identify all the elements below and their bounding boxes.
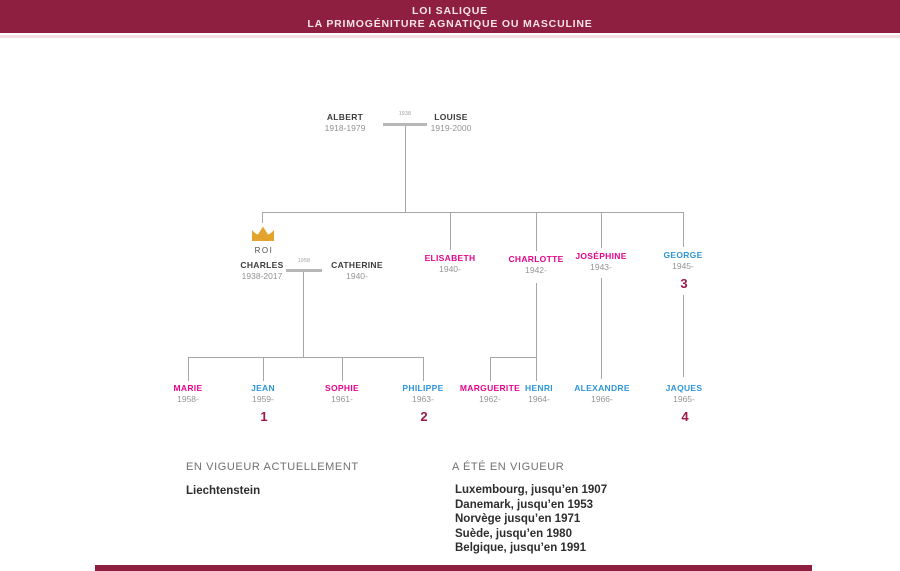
tree-line-drop-jean: [263, 357, 264, 381]
tree-line-drop-marguerite: [490, 357, 491, 381]
person-dates: 1943-: [590, 262, 612, 272]
succession-number-jaques: 4: [681, 409, 689, 424]
tree-line-descent-charlotte: [536, 283, 537, 357]
tree-line-drop-elisabeth: [450, 212, 451, 250]
tree-line-drop-henri: [536, 357, 537, 381]
person-name: ALEXANDRE: [574, 383, 630, 393]
person-dates: 1940-: [346, 271, 368, 281]
person-name: CHARLOTTE: [508, 254, 564, 264]
person-marie: MARIE 1958-: [140, 383, 236, 404]
legend-past-item: Belgique, jusqu’en 1991: [455, 542, 587, 555]
marriage-bar-charles-catherine: [286, 269, 322, 272]
person-dates: 1959-: [252, 394, 274, 404]
legend-past-item: Luxembourg, jusqu’en 1907: [455, 484, 608, 496]
person-dates: 1918-1979: [324, 123, 366, 133]
person-dates: 1938-2017: [241, 271, 283, 281]
legend-past-heading: A ÉTÉ EN VIGUEUR: [452, 461, 565, 473]
person-dates: 1919-2000: [430, 123, 472, 133]
person-name: JEAN: [251, 383, 275, 393]
person-dates: 1940-: [439, 264, 461, 274]
tree-line-drop-philippe: [423, 357, 424, 381]
tree-line-descent-charles: [303, 272, 304, 357]
person-name: GEORGE: [663, 250, 703, 260]
crown-icon: [250, 225, 276, 247]
person-charlotte: CHARLOTTE 1942-: [488, 254, 584, 275]
person-name: HENRI: [525, 383, 553, 393]
succession-number-philippe: 2: [420, 409, 428, 424]
legend-current-heading: EN VIGUEUR ACTUELLEMENT: [186, 461, 359, 473]
person-dates: 1962-: [479, 394, 501, 404]
tree-line-drop-charles: [262, 212, 263, 223]
person-name: MARGUERITE: [459, 383, 521, 393]
legend-current-item: Liechtenstein: [186, 485, 261, 497]
person-dates: 1961-: [331, 394, 353, 404]
person-name: MARIE: [173, 383, 203, 393]
person-elisabeth: ELISABETH 1940-: [402, 253, 498, 274]
person-name: LOUISE: [434, 112, 468, 122]
person-dates: 1963-: [412, 394, 434, 404]
tree-line-drop-charlotte: [536, 212, 537, 251]
person-name: JAQUES: [665, 383, 703, 393]
tree-line-drop-sophie: [342, 357, 343, 381]
legend-past-item: Norvège jusqu’en 1971: [455, 513, 581, 526]
person-name: PHILIPPE: [402, 383, 444, 393]
tree-line-drop-george: [683, 212, 684, 247]
tree-line-gen2-rail: [188, 357, 423, 358]
person-alexandre: ALEXANDRE 1966-: [554, 383, 650, 404]
person-dates: 1964-: [528, 394, 550, 404]
succession-number-jean: 1: [260, 409, 268, 424]
marriage-year-albert-louise: 1938: [398, 111, 412, 117]
person-name: ALBERT: [326, 112, 364, 122]
person-name: CHARLES: [240, 260, 284, 270]
king-label: ROI: [254, 246, 274, 255]
marriage-year-charles-catherine: 1958: [297, 258, 311, 264]
person-name: JOSÉPHINE: [575, 251, 627, 261]
tree-line-gen1-rail: [262, 212, 683, 213]
person-albert: ALBERT 1918-1979: [297, 112, 393, 133]
person-josephine: JOSÉPHINE 1943-: [553, 251, 649, 272]
header-title-line1: LOI SALIQUE: [412, 5, 488, 17]
header-banner: LOI SALIQUE LA PRIMOGÉNITURE AGNATIQUE O…: [0, 0, 900, 33]
legend-current-list: Liechtenstein: [186, 484, 260, 499]
header-underline: [0, 35, 900, 38]
footer-band: [95, 565, 812, 571]
person-louise: LOUISE 1919-2000: [403, 112, 499, 133]
legend-past-item: Danemark, jusqu’en 1953: [455, 498, 594, 511]
person-name: ELISABETH: [424, 253, 476, 263]
legend-past-list: Luxembourg, jusqu’en 1907 Danemark, jusq…: [455, 483, 607, 556]
legend-past-item: Suède, jusqu’en 1980: [455, 527, 572, 540]
person-name: SOPHIE: [325, 383, 359, 393]
tree-line-descent-albert: [405, 126, 406, 212]
person-dates: 1945-: [672, 261, 694, 271]
person-dates: 1942-: [525, 265, 547, 275]
person-dates: 1965-: [673, 394, 695, 404]
person-dates: 1958-: [177, 394, 199, 404]
person-jean: JEAN 1959-: [215, 383, 311, 404]
tree-line-descent-george: [683, 295, 684, 377]
tree-line-drop-josephine: [601, 212, 602, 248]
person-charles: CHARLES 1938-2017: [214, 260, 310, 281]
person-dates: 1966-: [591, 394, 613, 404]
person-jaques: JAQUES 1965-: [636, 383, 732, 404]
person-philippe: PHILIPPE 1963-: [375, 383, 471, 404]
marriage-bar-albert-louise: [383, 123, 427, 126]
person-george: GEORGE 1945-: [635, 250, 731, 271]
person-marguerite: MARGUERITE 1962-: [442, 383, 538, 404]
tree-line-descent-josephine: [601, 278, 602, 379]
tree-line-drop-marie: [188, 357, 189, 381]
tree-line-charlotte-children-rail: [490, 357, 536, 358]
succession-number-george: 3: [680, 276, 688, 291]
person-sophie: SOPHIE 1961-: [294, 383, 390, 404]
person-catherine: CATHERINE 1940-: [309, 260, 405, 281]
person-name: CATHERINE: [331, 260, 383, 270]
header-title-line2: LA PRIMOGÉNITURE AGNATIQUE OU MASCULINE: [307, 18, 593, 30]
person-henri: HENRI 1964-: [491, 383, 587, 404]
